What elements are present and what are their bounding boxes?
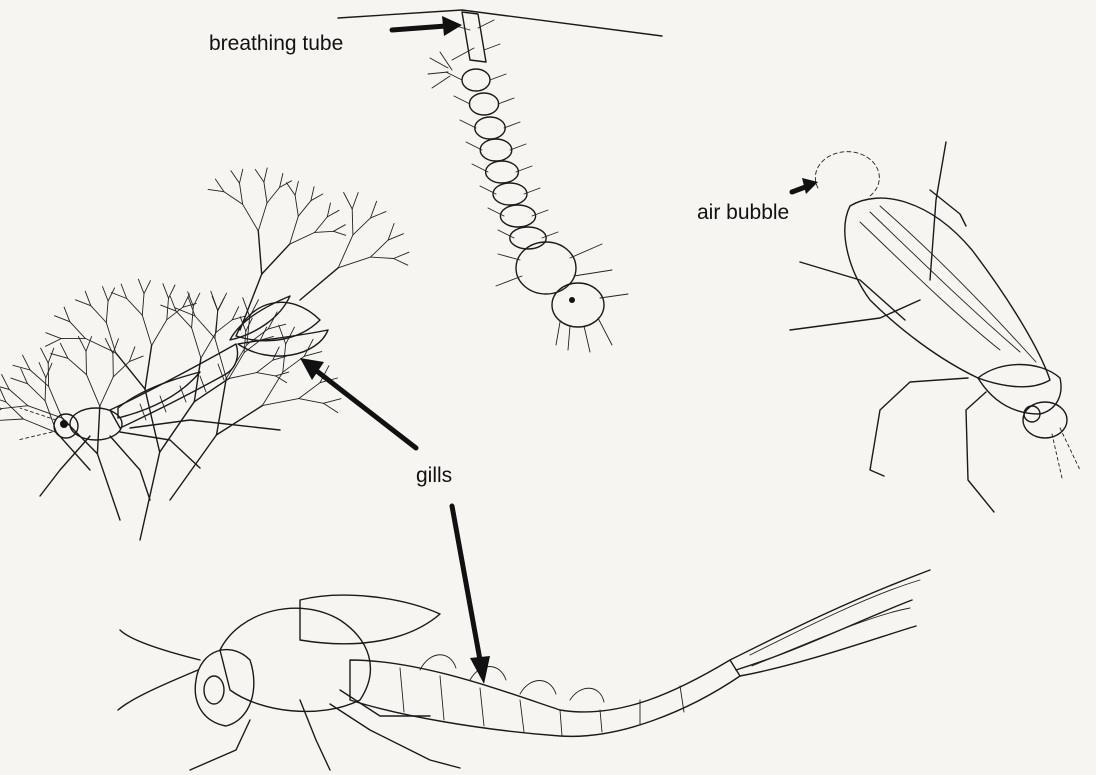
breathing-tube-arrow — [392, 16, 462, 36]
air-bubble-label: air bubble — [697, 201, 789, 224]
mayfly-nymph-illustration — [118, 570, 930, 770]
breathing-tube-label: breathing tube — [209, 32, 343, 55]
damselfly-nymph-illustration — [0, 168, 409, 540]
gills-label: gills — [416, 464, 452, 487]
mosquito-larva-illustration — [428, 12, 628, 352]
gills-arrow-lower — [452, 506, 490, 684]
gills-arrow-upper — [300, 358, 416, 448]
water-beetle-illustration — [790, 142, 1080, 512]
air-bubble-arrow — [792, 178, 818, 194]
water-surface-line — [338, 10, 662, 36]
